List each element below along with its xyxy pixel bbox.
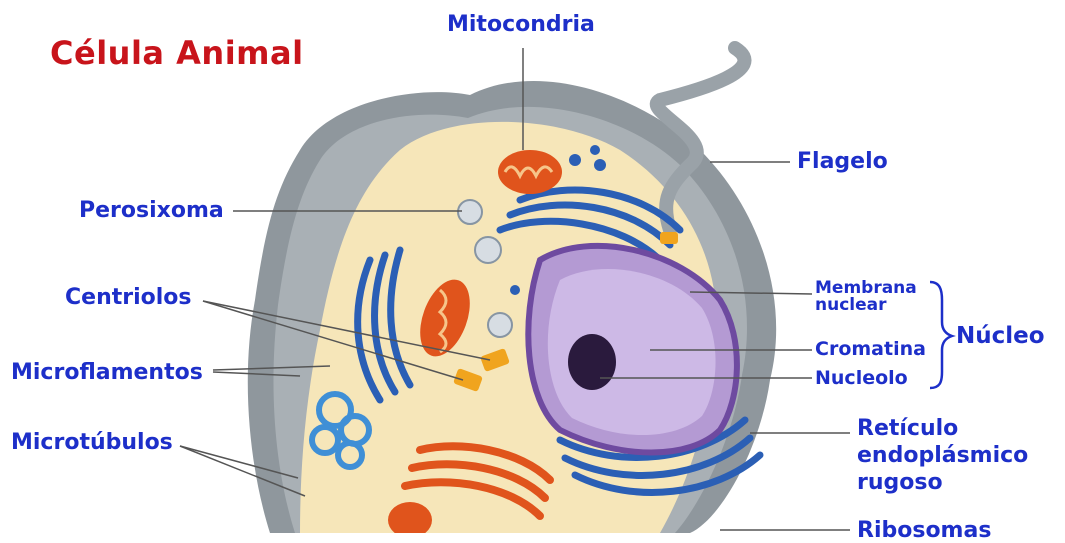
peroxisome xyxy=(458,200,482,224)
label-perosixoma: Perosixoma xyxy=(79,200,224,222)
label-reticulo: Retículo xyxy=(857,418,958,440)
diagram-title: Célula Animal xyxy=(50,34,304,72)
label-microflamentos: Microflamentos xyxy=(11,362,203,384)
label-reticulo-rugoso: rugoso xyxy=(857,472,943,494)
label-ribosomas: Ribosomas xyxy=(857,520,991,542)
nucleus-brace xyxy=(930,282,952,388)
label-microtubulos: Microtúbulos xyxy=(11,432,173,454)
label-reticulo-endoplasmico: endoplásmico xyxy=(857,445,1028,467)
label-nucleo: Núcleo xyxy=(956,325,1045,348)
nucleolus xyxy=(568,334,616,390)
label-flagelo: Flagelo xyxy=(797,151,888,173)
label-membrana-nuclear: nuclear xyxy=(815,297,887,314)
label-centriolos: Centriolos xyxy=(65,287,192,309)
label-cromatina: Cromatina xyxy=(815,340,926,359)
label-mitocondria: Mitocondria xyxy=(447,14,595,36)
label-nucleolo: Nucleolo xyxy=(815,369,908,388)
